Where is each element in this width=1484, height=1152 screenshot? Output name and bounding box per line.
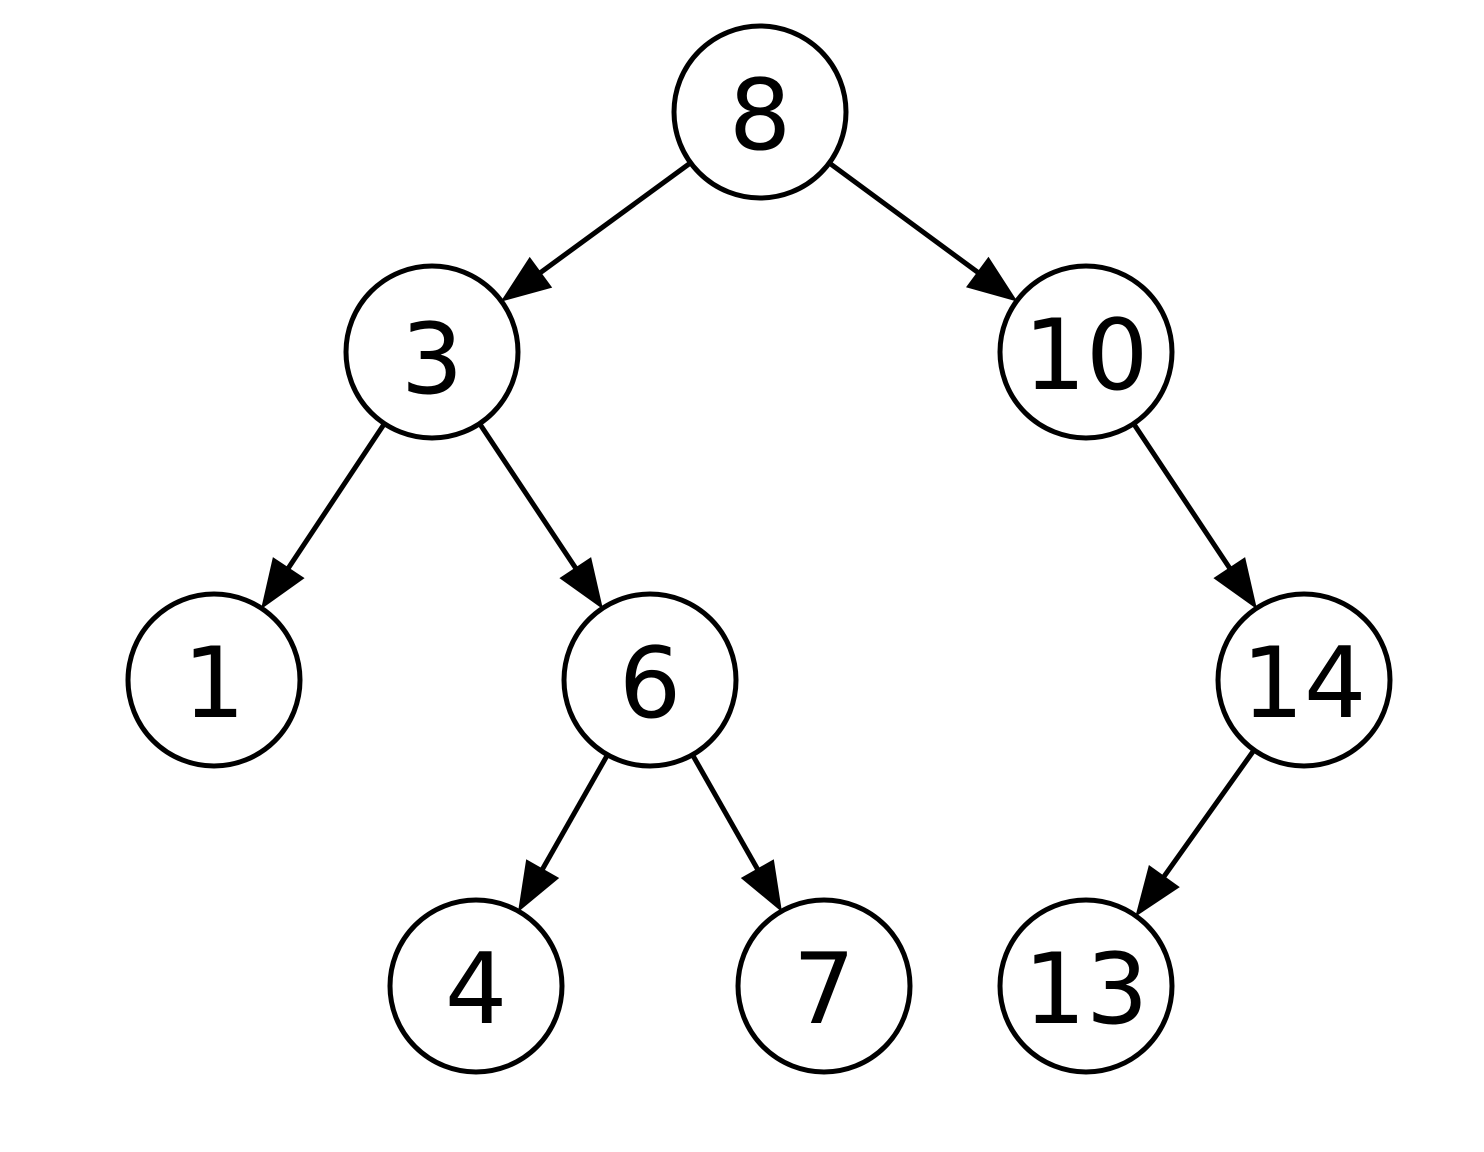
tree-node-8: 8 [671,23,849,201]
edge-line [284,422,387,573]
edge-line [1131,422,1234,573]
nodes-layer: 8 3 10 1 6 14 4 7 13 [125,23,1393,1075]
edge-10-to-14 [1131,422,1257,610]
tree-node-10: 10 [997,263,1175,441]
tree-node-13: 13 [997,897,1175,1075]
edge-line [690,753,762,874]
edge-6-to-7 [690,753,782,913]
node-circle [561,591,739,769]
node-circle [343,263,521,441]
tree-node-3: 3 [343,263,521,441]
edge-3-to-6 [477,422,603,610]
tree-node-14: 14 [1215,591,1393,769]
node-label: 10 [1024,299,1149,413]
arrowhead-icon [261,557,305,610]
edge-line [477,422,580,573]
tree-node-7: 7 [735,897,913,1075]
edge-8-to-10 [827,160,1018,302]
tree-node-1: 1 [125,591,303,769]
node-circle [387,897,565,1075]
node-circle [997,897,1175,1075]
arrowhead-icon [559,557,603,610]
arrowhead-icon [966,256,1018,302]
arrowhead-icon [1213,557,1257,610]
node-label: 7 [793,933,855,1047]
edge-line [538,753,610,874]
arrowhead-icon [1135,865,1180,917]
node-circle [735,897,913,1075]
edge-14-to-13 [1135,748,1257,917]
node-circle [997,263,1175,441]
tree-node-6: 6 [561,591,739,769]
tree-node-4: 4 [387,897,565,1075]
node-label: 1 [183,627,245,741]
edge-8-to-3 [500,160,693,302]
edge-6-to-4 [518,753,610,913]
arrowhead-icon [500,256,553,302]
node-label: 6 [619,627,681,741]
node-circle [1215,591,1393,769]
edge-line [536,160,693,277]
node-label: 14 [1242,627,1367,741]
node-label: 3 [401,303,463,417]
edge-3-to-1 [261,422,387,610]
node-circle [125,591,303,769]
node-label: 13 [1024,933,1149,1047]
node-label: 4 [445,933,507,1047]
edges-layer [261,160,1257,917]
arrowhead-icon [740,859,782,913]
node-circle [671,23,849,201]
node-label: 8 [729,59,791,173]
edge-line [1159,748,1257,881]
edge-line [827,160,982,277]
arrowhead-icon [518,859,560,913]
